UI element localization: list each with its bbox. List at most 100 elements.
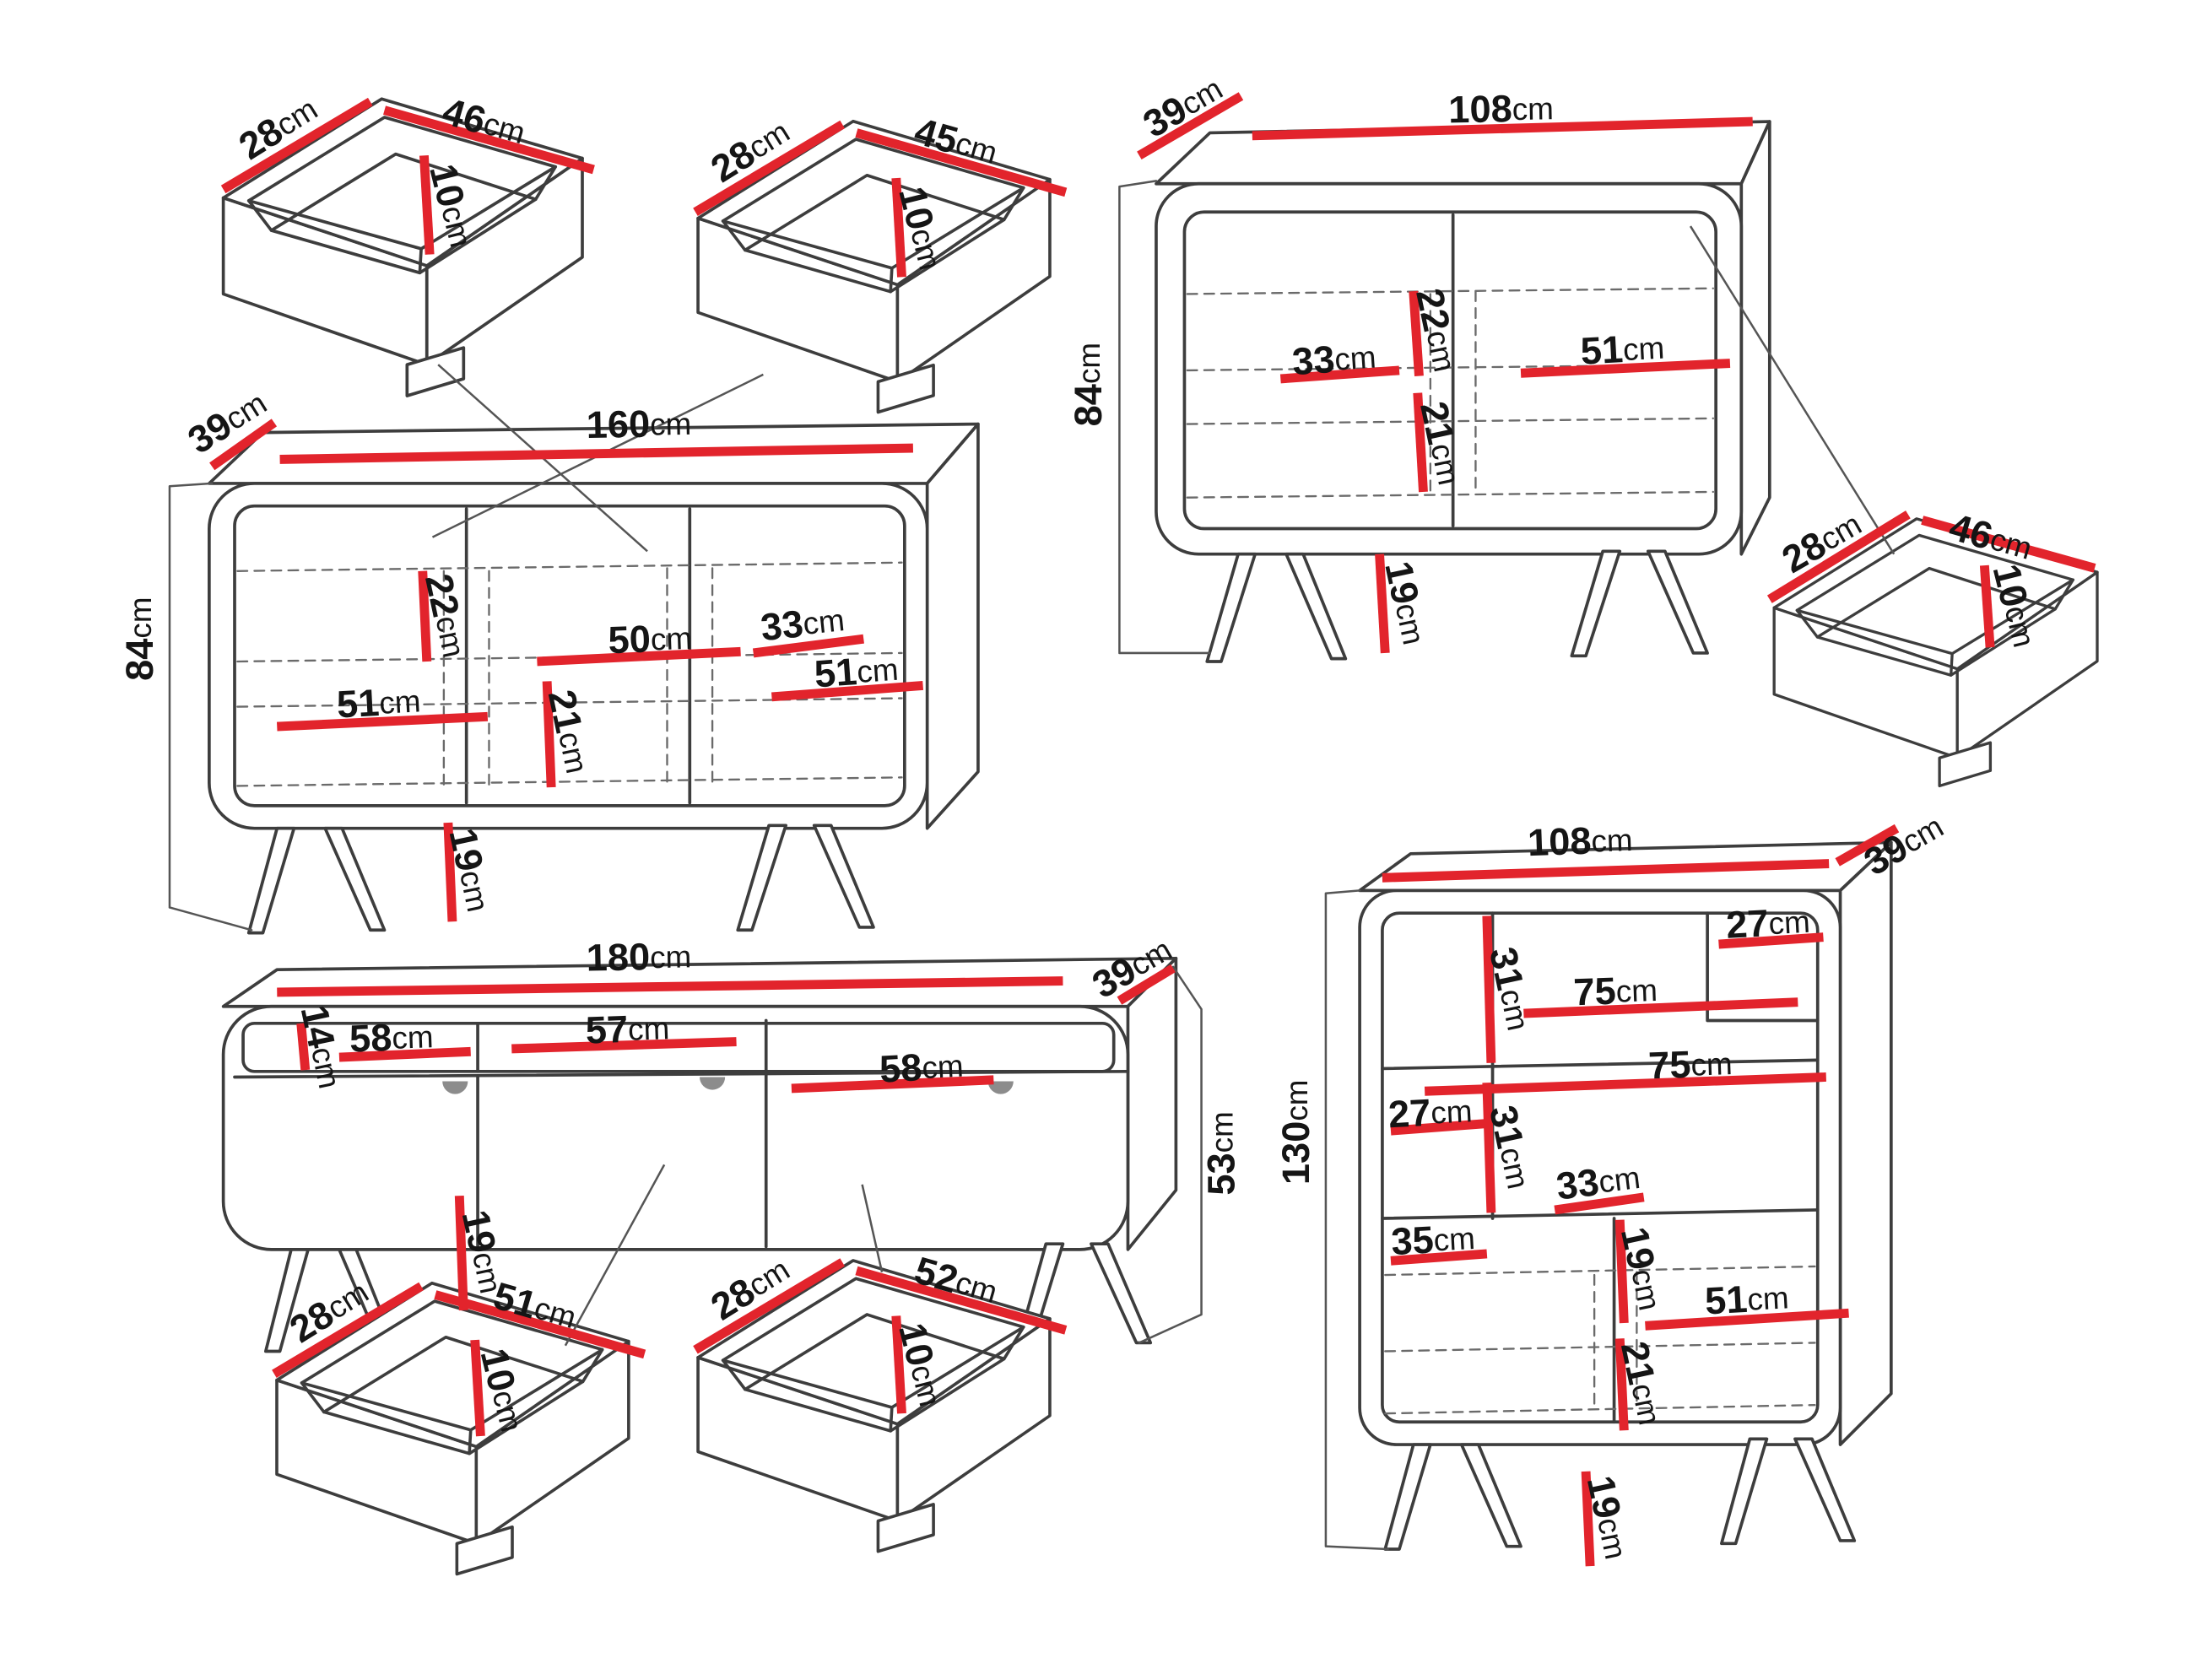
dimension-label: 35cm: [1390, 1216, 1476, 1263]
dimension-line: [434, 1290, 646, 1359]
dimension-label: 10cm: [421, 159, 484, 251]
dimension-label: 10cm: [1985, 559, 2047, 651]
dimension-label: 19cm: [1579, 1472, 1639, 1563]
dimension-line: [771, 681, 924, 702]
dimension-line: [277, 976, 1063, 997]
dimension-label: 19cm: [1376, 558, 1436, 649]
sideboard-108-drawing: [1118, 120, 1771, 663]
dimension-line: [454, 1196, 468, 1311]
dimension-label: 21cm: [540, 686, 600, 777]
dimension-line: [1614, 1338, 1629, 1431]
dimension-line: [1390, 1249, 1488, 1266]
dimension-line: [272, 1282, 424, 1378]
leader-line: [861, 1184, 884, 1272]
dimension-line: [1409, 290, 1424, 376]
dimension-label: 19cm: [1613, 1223, 1673, 1315]
dimension-line: [338, 1046, 471, 1062]
dimension-label: 84cm: [1067, 343, 1110, 426]
leg: [1459, 1443, 1522, 1548]
dimension-label: 14cm: [293, 1002, 353, 1093]
dimension-line: [891, 1315, 906, 1414]
dimension-line: [1279, 365, 1400, 384]
leg: [1570, 549, 1622, 658]
dimension-label: 50cm: [608, 616, 693, 662]
dimension-line: [1718, 932, 1824, 949]
dimension-line: [1390, 1119, 1485, 1136]
dimension-label: 31cm: [1481, 943, 1541, 1034]
dimension-line: [693, 120, 845, 216]
leg: [812, 824, 875, 929]
dimension-line: [470, 1339, 485, 1437]
leg: [736, 824, 788, 932]
dimension-line: [276, 711, 489, 732]
leader-line: [1689, 225, 1896, 555]
dimension-label: 57cm: [585, 1006, 670, 1051]
shelf-edge: [233, 1069, 1130, 1079]
dimension-line: [443, 822, 457, 922]
dimension-label: 19cm: [454, 1207, 514, 1298]
dimension-line: [1835, 824, 1900, 867]
dimension-line: [855, 1266, 1068, 1335]
dimension-line: [383, 105, 595, 175]
dimension-line: [1482, 915, 1496, 1063]
dimension-label: 21cm: [1613, 1337, 1673, 1428]
cabinet-side: [925, 422, 980, 830]
dimension-label: 51cm: [813, 647, 900, 696]
dimension-line: [1766, 510, 1911, 603]
leg: [264, 1248, 310, 1353]
leg: [1793, 1437, 1857, 1542]
hidden-shelf-line: [1186, 490, 1714, 499]
dimension-line: [1413, 392, 1428, 493]
cabinet-side: [1126, 956, 1178, 1251]
dimension-line: [418, 570, 432, 662]
dimension-label: 75cm: [1647, 1041, 1733, 1087]
dimension-line: [1520, 359, 1731, 378]
dimension-line: [1252, 116, 1753, 141]
dimension-line: [1482, 1083, 1496, 1213]
cabinet-side: [1838, 840, 1893, 1446]
dimension-label: 22cm: [417, 570, 477, 662]
dimension-label: 33cm: [1290, 334, 1377, 383]
dimension-line: [542, 681, 556, 788]
dimension-label: 33cm: [759, 597, 846, 649]
dimension-label: 84cm: [118, 597, 161, 680]
dimension-line: [1137, 92, 1244, 159]
height-bracket: [1118, 180, 1211, 655]
dimension-label: 27cm: [1725, 899, 1811, 947]
dimension-line: [1921, 516, 2096, 573]
dimension-line: [1979, 564, 1995, 648]
dimension-label: 51cm: [1704, 1275, 1790, 1322]
door-frame: [1182, 210, 1718, 531]
dimension-label: 10cm: [473, 1344, 535, 1436]
dimension-label: 21cm: [1412, 397, 1472, 489]
hidden-edge-line: [1593, 1271, 1638, 1412]
dimension-line: [419, 154, 435, 255]
dimension-label: 53cm: [1199, 1111, 1242, 1195]
dimension-line: [537, 646, 741, 667]
dimension-line: [891, 177, 906, 278]
dimension-line: [1614, 1219, 1629, 1324]
dimension-label: 75cm: [1573, 968, 1658, 1013]
tv-stand-180-drawing: [221, 956, 1203, 1353]
dimension-label: 51cm: [1579, 326, 1665, 373]
drawer-handle-icon: [442, 1081, 468, 1094]
dimension-line: [296, 1023, 311, 1071]
hidden-shelf-line: [1384, 1265, 1816, 1415]
dimension-label: 180cm: [586, 934, 691, 979]
leg: [1720, 1437, 1769, 1546]
dimension-label: 108cm: [1527, 818, 1633, 864]
leader-line: [564, 1164, 666, 1347]
height-bracket: [1324, 889, 1389, 1551]
dimension-label: 22cm: [1408, 284, 1468, 375]
shelf-edge: [1381, 1058, 1820, 1071]
dimension-label: 130cm: [1274, 1080, 1317, 1185]
dimension-line: [1117, 964, 1176, 1005]
dimension-line: [279, 443, 913, 464]
leg: [1646, 549, 1709, 655]
drawer-handle-icon: [987, 1081, 1014, 1094]
dimension-label: 33cm: [1554, 1155, 1642, 1208]
